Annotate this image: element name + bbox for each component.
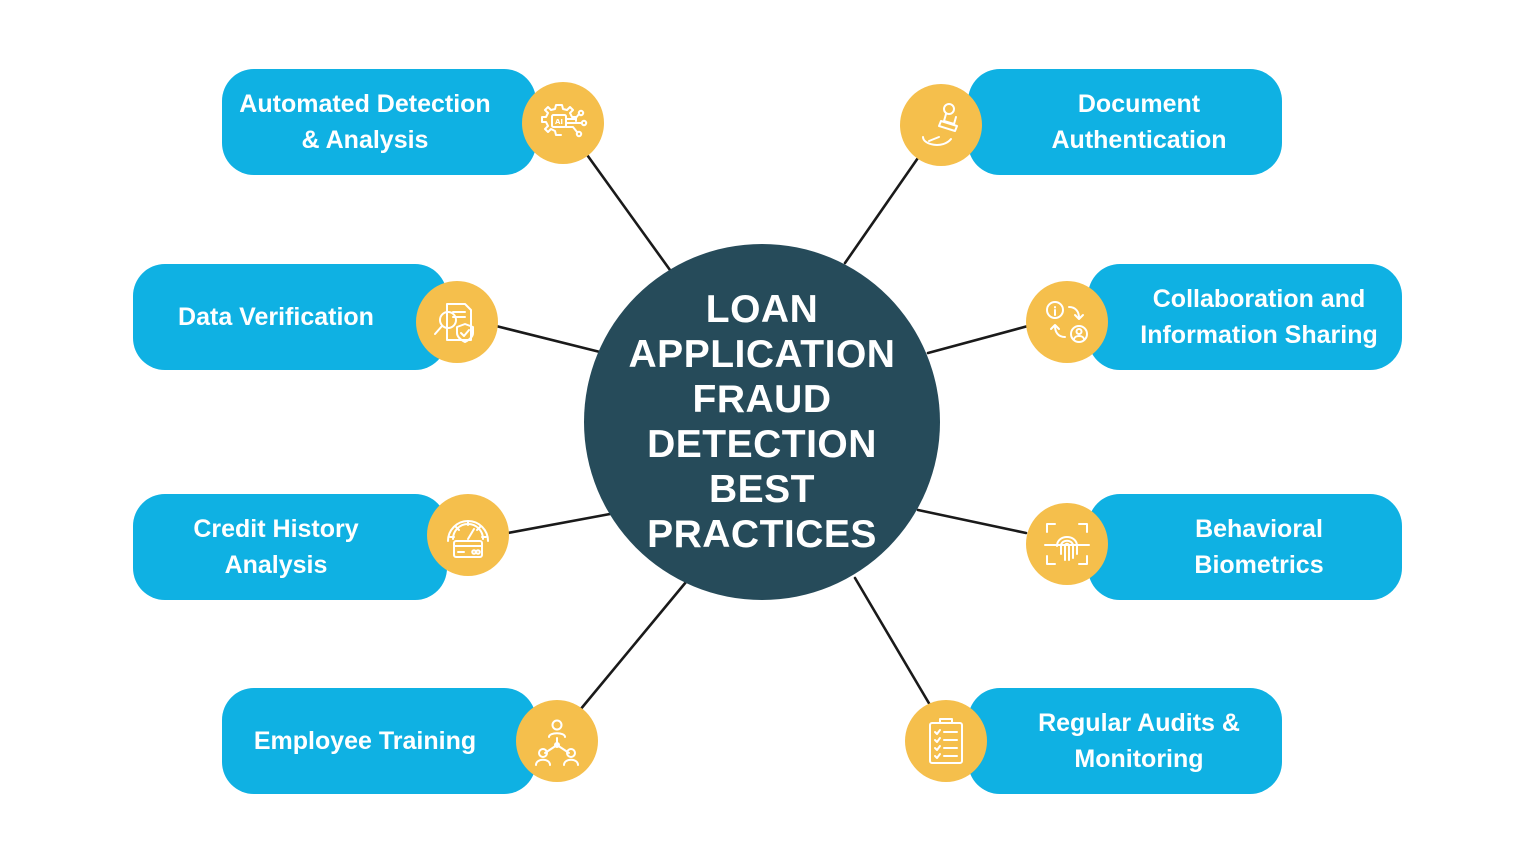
connector-automated-detection <box>583 150 672 272</box>
connector-regular-audits <box>853 576 932 707</box>
fingerprint-scan-icon <box>1026 503 1108 585</box>
node-label: Document Authentication <box>1051 90 1227 154</box>
clipboard-checklist-icon <box>905 700 987 782</box>
node-label: Employee Training <box>253 727 477 755</box>
info-exchange-users-icon <box>1026 281 1108 363</box>
node-label: Collaboration and Information Sharing <box>1140 285 1378 349</box>
node-behavioral-biometrics: Behavioral Biometrics <box>1088 494 1402 600</box>
document-search-shield-icon <box>416 281 498 363</box>
connector-collaboration <box>926 324 1030 355</box>
connector-credit-history <box>506 512 612 535</box>
team-network-icon <box>516 700 598 782</box>
ai-chip-gear-icon: AI <box>522 82 604 164</box>
node-data-verification: Data Verification <box>133 264 447 370</box>
connector-behavioral-biometrics <box>916 508 1028 535</box>
node-document-authentication: Document Authentication <box>968 69 1282 175</box>
node-label: Automated Detection & Analysis <box>239 90 491 154</box>
node-label: Credit History Analysis <box>193 515 359 579</box>
connector-data-verification <box>494 324 602 354</box>
node-label: Data Verification <box>178 303 374 331</box>
svg-text:AI: AI <box>555 118 563 126</box>
node-regular-audits: Regular Audits & Monitoring <box>968 688 1282 794</box>
stamp-icon <box>900 84 982 166</box>
center-node: LOAN APPLICATION FRAUD DETECTION BEST PR… <box>584 244 940 600</box>
connector-employee-training <box>578 580 688 712</box>
node-label: Behavioral Biometrics <box>1194 515 1324 579</box>
node-employee-training: Employee Training <box>222 688 536 794</box>
node-automated-detection: Automated Detection & Analysis <box>222 69 536 175</box>
center-title: LOAN APPLICATION FRAUD DETECTION BEST PR… <box>628 288 896 556</box>
node-label: Regular Audits & Monitoring <box>1038 709 1240 773</box>
connector-document-authentication <box>843 153 922 265</box>
node-credit-history: Credit History Analysis <box>133 494 447 600</box>
credit-gauge-card-icon <box>427 494 509 576</box>
node-collaboration: Collaboration and Information Sharing <box>1088 264 1402 370</box>
